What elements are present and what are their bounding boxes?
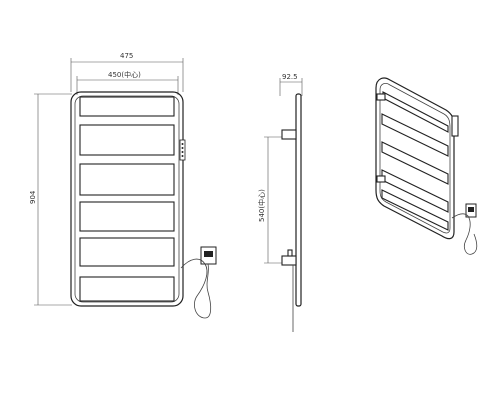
iso-controller-icon xyxy=(465,203,477,218)
iso-power-cable-icon xyxy=(451,213,478,255)
isometric-view xyxy=(375,77,478,255)
front-bar-3 xyxy=(79,163,175,196)
dim-label-center-height: 540(中心) xyxy=(257,189,266,222)
control-buttons xyxy=(179,139,186,161)
side-rail xyxy=(295,93,302,307)
iso-control-panel xyxy=(451,115,459,137)
power-cable-icon xyxy=(180,258,212,319)
front-bar-6 xyxy=(79,276,175,302)
front-bar-1 xyxy=(79,96,175,117)
iso-bar-2 xyxy=(381,113,449,157)
iso-frame-inner xyxy=(379,83,451,234)
front-bar-4 xyxy=(79,201,175,232)
side-view: 92.5 540(中心) xyxy=(257,73,303,332)
front-frame-inner xyxy=(74,95,180,303)
side-bracket-knob xyxy=(287,249,293,257)
iso-frame-outer xyxy=(375,77,455,240)
iso-bar-5 xyxy=(381,189,449,231)
front-view: 475 450(中心) 904 xyxy=(29,52,217,319)
side-bracket-top xyxy=(281,129,297,140)
front-frame-outer xyxy=(70,91,184,307)
dim-label-depth: 92.5 xyxy=(282,73,298,81)
dim-label-overall-width: 475 xyxy=(120,52,133,60)
front-bar-2 xyxy=(79,124,175,156)
front-bar-5 xyxy=(79,237,175,267)
dim-label-height: 904 xyxy=(29,190,37,204)
controller-icon xyxy=(200,246,217,265)
iso-bracket-top xyxy=(376,93,386,101)
iso-bracket-bottom xyxy=(376,175,386,183)
dim-label-center-width: 450(中心) xyxy=(108,70,141,79)
side-bracket-bottom xyxy=(281,255,297,266)
iso-bar-3 xyxy=(381,141,449,185)
